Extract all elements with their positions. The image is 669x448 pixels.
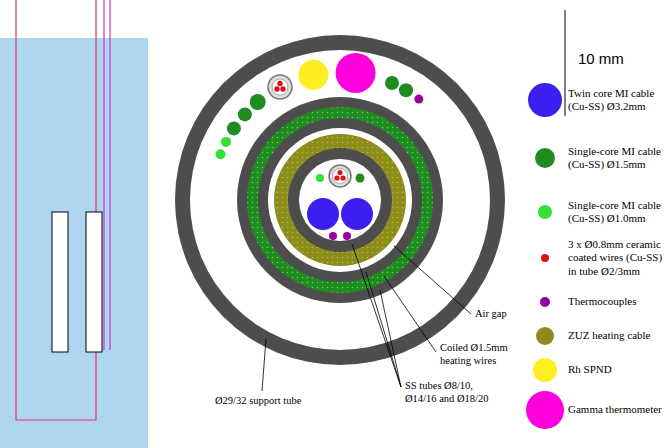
heating-wires-texture	[247, 107, 433, 293]
scale-label: 10 mm	[578, 50, 658, 68]
mi-cable	[316, 174, 324, 182]
coolant-pool	[0, 38, 148, 448]
mi-cable	[238, 107, 252, 121]
legend-swatch	[535, 148, 555, 168]
legend-swatch	[528, 83, 562, 117]
inner-cables	[307, 165, 373, 240]
sample-holder	[52, 212, 68, 352]
zuz-heating-cable	[274, 134, 406, 266]
callout-label: Air gap	[475, 308, 535, 321]
leader-lines	[262, 244, 471, 391]
ceramic-wire	[280, 86, 285, 91]
ceramic-tube-bore	[272, 79, 288, 95]
mi-cable	[356, 174, 365, 183]
leader-line	[262, 339, 266, 391]
leader-line	[384, 276, 436, 352]
ceramic-wire	[337, 170, 342, 175]
cable-route	[109, 0, 110, 350]
ss-tube	[288, 148, 392, 252]
support-tube	[175, 35, 505, 365]
thermocouple	[343, 232, 351, 240]
gamma-thermometer	[336, 53, 376, 93]
ceramic-tube	[268, 75, 292, 99]
thermocouple	[414, 95, 423, 104]
legend-text: Gamma thermometer	[568, 403, 664, 416]
sample-holder	[86, 212, 102, 352]
legend-swatch	[533, 358, 557, 382]
air-gap	[268, 128, 412, 272]
mi-cable	[399, 83, 413, 97]
legend-text: Thermocouples	[568, 295, 664, 308]
mi-cable	[216, 149, 226, 159]
callout-label: SS tubes Ø8/10, Ø14/16 and Ø18/20	[405, 380, 503, 405]
legend-swatch	[541, 254, 549, 262]
callout-label: Coiled Ø1.5mm heating wires	[440, 342, 525, 367]
cross-section	[175, 35, 505, 365]
cable-route	[16, 0, 96, 420]
legend-text: Single-core MI cable (Cu-SS) Ø1.5mm	[568, 145, 664, 171]
ceramic-wire	[334, 175, 339, 180]
rh-spnd	[298, 60, 328, 90]
legend-swatch	[538, 205, 552, 219]
twin-core-cable	[307, 198, 339, 230]
ceramic-tube	[329, 165, 351, 187]
scale-bar	[565, 10, 566, 116]
mi-cable	[227, 121, 241, 135]
legend-text: 3 x Ø0.8mm ceramic coated wires (Cu-SS) …	[568, 238, 664, 278]
heating-wires	[247, 107, 433, 293]
legend-swatch	[526, 391, 564, 429]
twin-core-cable	[341, 198, 373, 230]
annulus	[190, 50, 490, 350]
mi-cable	[385, 76, 399, 90]
legend-swatch	[536, 327, 554, 345]
leader-line	[366, 272, 401, 387]
ceramic-wire	[277, 81, 282, 86]
cable-route	[103, 0, 104, 350]
mi-cable	[221, 137, 231, 147]
legend-swatch	[540, 297, 550, 307]
legend-text: Rh SPND	[568, 363, 664, 376]
ss-tube	[258, 118, 422, 282]
leader-line	[394, 246, 471, 314]
callout-label: Ø29/32 support tube	[215, 395, 325, 408]
legend-text: ZUZ heating cable	[568, 329, 664, 342]
zuz-texture	[274, 134, 406, 266]
thermocouple	[329, 232, 337, 240]
ceramic-wire	[274, 86, 279, 91]
ss-tube	[237, 97, 443, 303]
leader-line	[352, 244, 401, 387]
mi-cable	[250, 94, 266, 110]
legend-text: Single-core MI cable (Cu-SS) Ø1.0mm	[568, 199, 664, 225]
legend-text: Twin core MI cable (Cu-SS) Ø3.2mm	[568, 87, 664, 113]
leader-line	[380, 290, 401, 387]
outer-cables	[216, 53, 424, 159]
ceramic-wire	[340, 175, 345, 180]
inner-space	[299, 159, 381, 241]
ceramic-tube-bore	[333, 169, 348, 184]
